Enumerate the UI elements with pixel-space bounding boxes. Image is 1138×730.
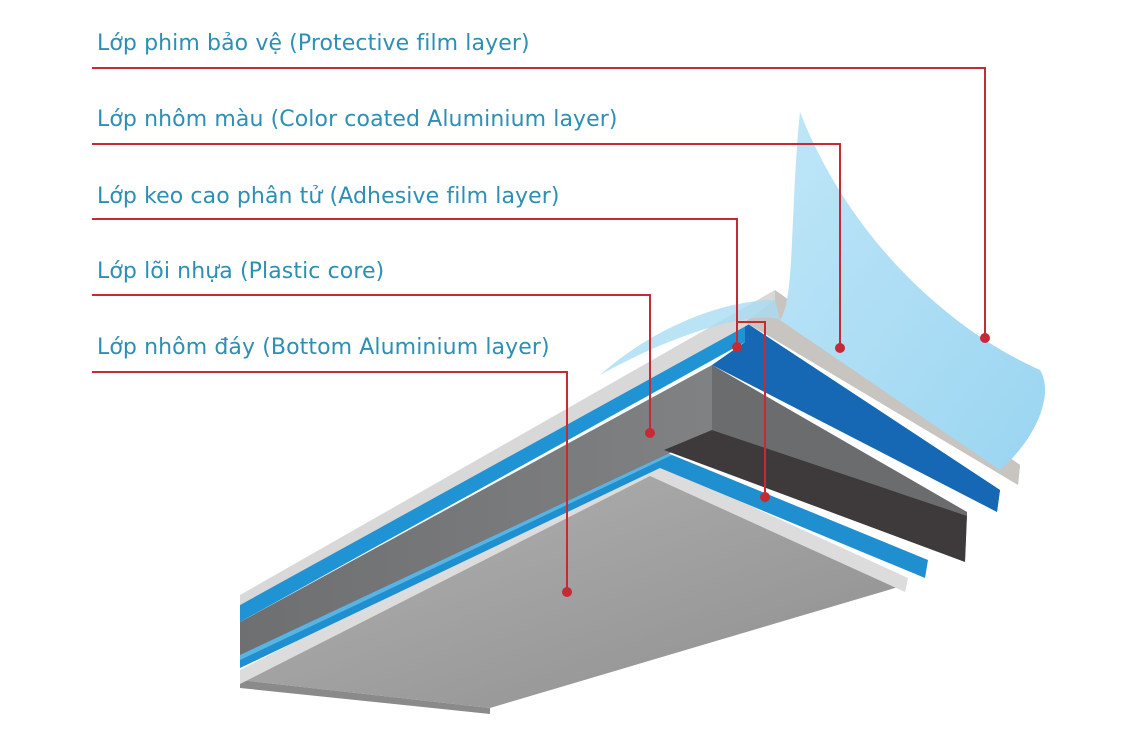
leader-dot-bottom-aluminium xyxy=(562,587,572,597)
leader-dot-protective-film xyxy=(980,333,990,343)
leader-dot-color-coat xyxy=(835,343,845,353)
leader-dot-adhesive xyxy=(732,342,742,352)
leader-dot-plastic-core xyxy=(645,428,655,438)
leader-line-adhesive xyxy=(92,218,738,347)
plastic-core-front-face xyxy=(712,365,967,516)
plastic-core-dark-face xyxy=(664,430,967,562)
panel-body xyxy=(240,290,1020,714)
label-color-coated-aluminium-layer: Lớp nhôm màu (Color coated Aluminium lay… xyxy=(97,107,618,132)
leader-line-color-coat xyxy=(92,143,841,348)
protective-film-sheet xyxy=(780,112,1046,470)
leader-line-bottom-aluminium xyxy=(92,371,568,592)
leader-line-plastic-core xyxy=(92,294,651,433)
label-protective-film-layer: Lớp phim bảo vệ (Protective film layer) xyxy=(97,31,530,56)
leader-lines xyxy=(92,67,986,592)
bottom-aluminium-rim xyxy=(240,460,908,684)
protective-film xyxy=(600,112,1046,470)
protective-film-back xyxy=(600,300,780,375)
label-bottom-aluminium-layer: Lớp nhôm đáy (Bottom Aluminium layer) xyxy=(97,335,550,360)
label-adhesive-film-layer: Lớp keo cao phân tử (Adhesive film layer… xyxy=(97,184,560,209)
leader-line-adhesive-branch xyxy=(737,321,766,497)
leader-line-protective-film xyxy=(92,67,986,338)
bottom-adhesive-layer xyxy=(240,450,928,668)
bottom-aluminium-front xyxy=(240,680,490,714)
leader-dots xyxy=(562,333,990,597)
color-coat-front xyxy=(712,322,1000,512)
leader-dot-adhesive-lower xyxy=(760,492,770,502)
bottom-aluminium-top xyxy=(240,470,905,708)
label-plastic-core: Lớp lõi nhựa (Plastic core) xyxy=(97,259,385,284)
